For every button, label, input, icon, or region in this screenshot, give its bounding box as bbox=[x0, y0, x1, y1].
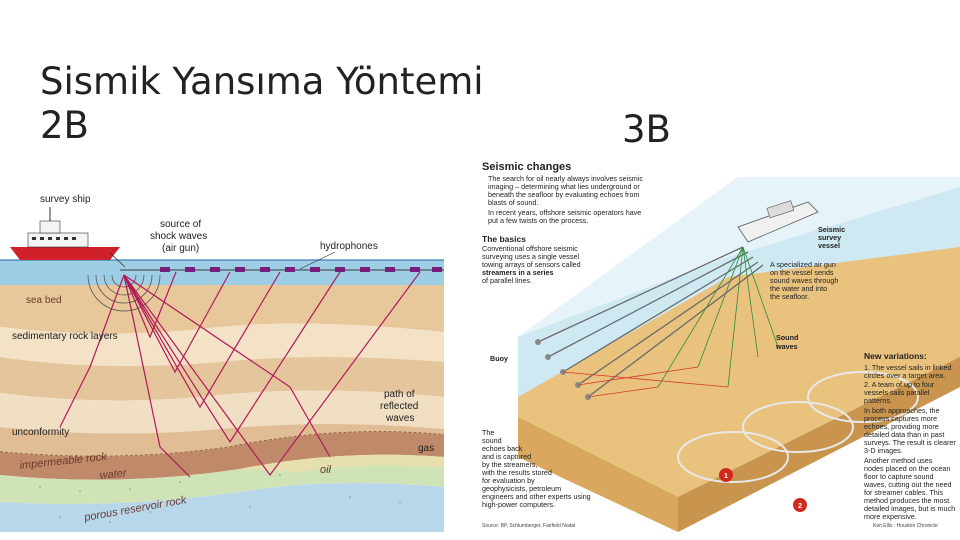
svg-text:more expensive.: more expensive. bbox=[864, 512, 917, 521]
svg-text:of parallel lines.: of parallel lines. bbox=[482, 276, 532, 285]
label-buoy: Buoy bbox=[490, 354, 508, 363]
svg-text:the seafloor.: the seafloor. bbox=[770, 292, 809, 301]
label-sea-bed: sea bed bbox=[26, 295, 62, 306]
seismic-3d-diagram: 1 2 Seismic changes The search for oil n… bbox=[478, 157, 960, 532]
label-path-3: waves bbox=[385, 413, 414, 424]
label-source-2: shock waves bbox=[150, 231, 207, 242]
heading-seismic-changes: Seismic changes bbox=[482, 161, 571, 173]
title-line-1: Sismik Yansıma Yöntemi bbox=[40, 60, 484, 104]
artist-credit: Ken Ellis : Houston Chronicle bbox=[873, 523, 938, 529]
marker-1: 1 bbox=[724, 471, 728, 480]
label-hydrophones: hydrophones bbox=[320, 241, 378, 252]
svg-text:high-power computers.: high-power computers. bbox=[482, 500, 555, 509]
svg-text:vessel: vessel bbox=[818, 241, 840, 250]
label-path-1: path of bbox=[384, 389, 415, 400]
svg-text:put a few twists on the proces: put a few twists on the process. bbox=[488, 216, 588, 225]
heading-basics: The basics bbox=[482, 234, 526, 244]
svg-text:blasts of sound.: blasts of sound. bbox=[488, 198, 538, 207]
seismic-2d-diagram: survey ship source of shock waves (air g… bbox=[0, 157, 444, 532]
slide-title: Sismik Yansıma Yöntemi 2B bbox=[40, 60, 484, 148]
sea-water bbox=[0, 260, 444, 285]
title-line-2d: 2B bbox=[40, 104, 484, 148]
svg-text:patterns.: patterns. bbox=[864, 396, 892, 405]
label-source-3: (air gun) bbox=[162, 243, 199, 254]
label-sedimentary: sedimentary rock layers bbox=[12, 331, 118, 342]
seabed-layer bbox=[0, 285, 444, 334]
label-source-1: source of bbox=[160, 219, 201, 230]
svg-text:3-D images.: 3-D images. bbox=[864, 446, 903, 455]
source-credit: Source: BP, Schlumberger, Fairfield Noda… bbox=[482, 523, 575, 529]
svg-text:circles over a target area.: circles over a target area. bbox=[864, 371, 945, 380]
marker-2: 2 bbox=[798, 501, 802, 510]
label-gas: gas bbox=[418, 443, 434, 454]
svg-text:Sound: Sound bbox=[776, 333, 798, 342]
label-survey-ship: survey ship bbox=[40, 194, 91, 205]
sound-waves-label: Sound waves bbox=[775, 333, 798, 351]
label-path-2: reflected bbox=[380, 401, 418, 412]
label-3b: 3B bbox=[622, 108, 671, 151]
label-oil: oil bbox=[320, 464, 332, 476]
heading-new-variations: New variations: bbox=[864, 351, 927, 361]
svg-text:waves: waves bbox=[775, 342, 798, 351]
label-unconformity: unconformity bbox=[12, 427, 69, 438]
